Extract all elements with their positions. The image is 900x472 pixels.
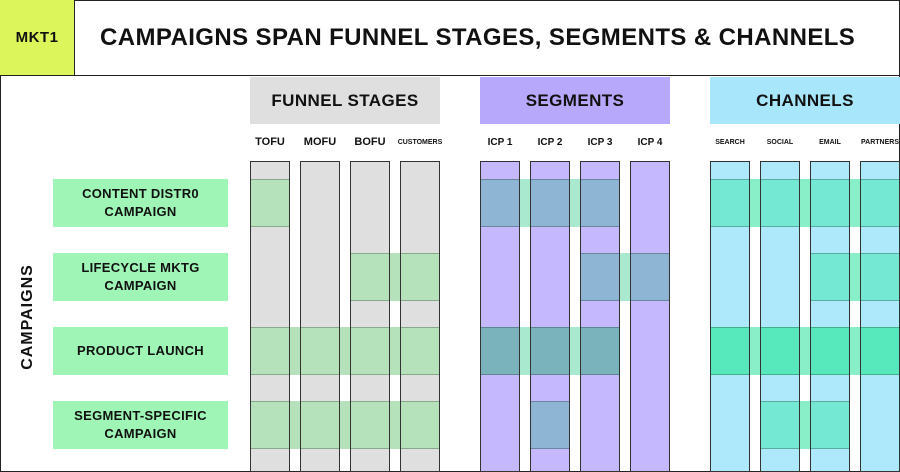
group-header: SEGMENTS <box>480 77 670 124</box>
row-band-segment <box>800 401 810 449</box>
row-band-segment <box>570 179 580 227</box>
matrix-cell-active <box>861 179 899 227</box>
matrix-cell-active <box>861 327 899 375</box>
row-band-segment <box>520 179 530 227</box>
mkt1-tag: MKT1 <box>0 0 75 75</box>
column-label: PARTNERS <box>861 138 899 146</box>
matrix-cell-active <box>481 327 519 375</box>
row-band-segment <box>390 327 400 375</box>
matrix-cell-active <box>301 327 339 375</box>
row-band-segment <box>750 327 760 375</box>
matrix-cell-active <box>581 179 619 227</box>
column-label: ICP 4 <box>637 136 663 148</box>
row-band-segment <box>340 327 350 375</box>
matrix-cell-active <box>401 253 439 301</box>
row-band-segment <box>850 179 860 227</box>
matrix-cell-active <box>351 327 389 375</box>
row-band-segment <box>850 327 860 375</box>
row-band-segment <box>340 401 350 449</box>
page-title: CAMPAIGNS SPAN FUNNEL STAGES, SEGMENTS &… <box>100 23 856 51</box>
group-header: FUNNEL STAGES <box>250 77 440 124</box>
matrix-cell-active <box>631 253 669 301</box>
matrix-cell-active <box>251 179 289 227</box>
column-label: ICP 1 <box>487 136 513 148</box>
matrix-cell-active <box>811 401 849 449</box>
matrix-cell-active <box>481 179 519 227</box>
campaign-label[interactable]: LIFECYCLE MKTG CAMPAIGN <box>53 253 228 301</box>
column-label: TOFU <box>255 136 285 148</box>
campaign-label[interactable]: CONTENT DISTR0 CAMPAIGN <box>53 179 228 227</box>
row-band-segment <box>750 179 760 227</box>
row-band-segment <box>290 401 300 449</box>
group-header: CHANNELS <box>710 77 900 124</box>
matrix-cell-active <box>811 253 849 301</box>
column-label: MOFU <box>303 136 337 148</box>
row-band-segment <box>620 253 630 301</box>
row-band-segment <box>390 253 400 301</box>
matrix-cell-active <box>711 327 749 375</box>
matrix-cell-active <box>531 401 569 449</box>
matrix-cell-active <box>581 327 619 375</box>
matrix-cell-active <box>401 401 439 449</box>
matrix-cell-active <box>351 401 389 449</box>
matrix-cell-active <box>711 179 749 227</box>
column-bar <box>630 161 670 472</box>
matrix-cell-active <box>531 327 569 375</box>
column-label: SEARCH <box>715 138 745 146</box>
matrix-cell-active <box>811 327 849 375</box>
matrix-cell-active <box>401 327 439 375</box>
row-band-segment <box>850 253 860 301</box>
matrix-cell-active <box>761 179 799 227</box>
row-band-segment <box>570 327 580 375</box>
row-band-segment <box>800 179 810 227</box>
matrix-cell-active <box>531 179 569 227</box>
column-label: BOFU <box>354 136 386 148</box>
row-band-segment <box>520 327 530 375</box>
matrix-cell-active <box>811 179 849 227</box>
column-label: EMAIL <box>819 138 841 146</box>
row-band-segment <box>390 401 400 449</box>
matrix-cell-active <box>761 401 799 449</box>
campaigns-side-label: CAMPAIGNS <box>19 264 36 370</box>
column-label: ICP 2 <box>537 136 563 148</box>
campaign-label[interactable]: PRODUCT LAUNCH <box>53 327 228 375</box>
column-label: SOCIAL <box>766 138 794 146</box>
row-band-segment <box>290 327 300 375</box>
matrix-cell-active <box>761 327 799 375</box>
column-label: ICP 3 <box>587 136 613 148</box>
matrix-cell-active <box>251 327 289 375</box>
campaign-label[interactable]: SEGMENT-SPECIFIC CAMPAIGN <box>53 401 228 449</box>
matrix-cell-active <box>301 401 339 449</box>
column-label: CUSTOMERS <box>397 138 443 146</box>
matrix-cell-active <box>351 253 389 301</box>
row-band-segment <box>800 327 810 375</box>
header: MKT1 CAMPAIGNS SPAN FUNNEL STAGES, SEGME… <box>0 0 900 76</box>
matrix-cell-active <box>251 401 289 449</box>
matrix-cell-active <box>861 253 899 301</box>
matrix-cell-active <box>581 253 619 301</box>
